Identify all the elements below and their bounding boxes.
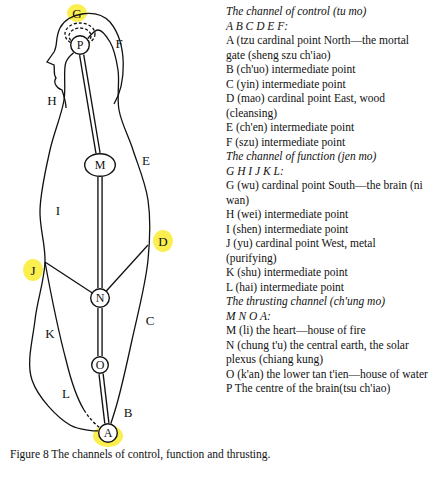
channel-inner <box>99 177 102 288</box>
point-description: H (wei) intermediate point <box>226 207 428 222</box>
channel-heading: M N O A: <box>226 309 428 324</box>
channel-inner <box>99 308 102 356</box>
point-letter: B <box>124 406 133 419</box>
point-letter: L <box>62 387 70 400</box>
thrusting-channel <box>101 374 107 423</box>
channel-heading: A B C D E F: <box>226 19 428 34</box>
channel-inner <box>101 374 107 423</box>
point-letter: E <box>142 154 150 167</box>
channel-group <box>30 53 99 431</box>
point-letter: K <box>45 327 54 340</box>
solar-plexus-circle: N <box>90 288 110 308</box>
outer-channel <box>88 30 150 423</box>
point-description: A (tzu cardinal point North—the mortal g… <box>226 33 428 62</box>
point-description: F (szu) intermediate point <box>226 135 428 150</box>
channel-group <box>100 177 101 288</box>
thrusting-channel <box>97 177 103 288</box>
highlight-mark <box>93 425 123 447</box>
thrusting-channel <box>97 308 103 356</box>
node-letter: A <box>104 427 113 439</box>
channel-heading: The channel of function (jen mo) <box>226 149 428 164</box>
brain-centre-circle: P <box>70 35 90 55</box>
node-letter: N <box>96 292 105 304</box>
outer-channel <box>30 53 99 431</box>
channel-group <box>100 308 101 356</box>
channel-heading: G H I J K L: <box>226 164 428 179</box>
point-description: D (mao) cardinal point East, wood (clean… <box>226 91 428 120</box>
node-letter: P <box>77 39 84 51</box>
node-shape <box>99 424 118 443</box>
node-shape <box>92 357 109 374</box>
node-shape <box>85 154 116 177</box>
channel-inner <box>82 55 98 153</box>
node-shape <box>91 289 110 308</box>
inner-channel-dashed <box>84 410 100 428</box>
tan-tien-circle: O <box>91 356 109 374</box>
point-letter: I <box>56 204 60 217</box>
node-letter: O <box>96 359 105 371</box>
channel-branch <box>100 245 148 298</box>
figure-caption: Figure 8 The channels of control, functi… <box>10 447 425 461</box>
point-description: C (yin) intermediate point <box>226 77 428 92</box>
point-description: M (li) the heart—house of fire <box>226 323 428 338</box>
point-letter: H <box>47 94 56 107</box>
channel-group <box>101 374 107 423</box>
channel-group <box>88 30 150 423</box>
mortal-gate-circle: A <box>98 423 118 443</box>
channel-group <box>82 55 98 153</box>
point-letter: G <box>72 7 81 20</box>
point-description: O (k'an) the lower tan t'ien—house of wa… <box>226 367 428 382</box>
point-description: J (yu) cardinal point West, metal (purif… <box>226 236 428 265</box>
point-description: K (shu) intermediate point <box>226 265 428 280</box>
point-description: L (hai) intermediate point <box>226 280 428 295</box>
thrusting-channel <box>82 55 98 153</box>
node-letter: M <box>95 159 106 171</box>
highlight-mark <box>23 259 43 281</box>
channel-heading: The thrusting channel (ch'ung mo) <box>226 294 428 309</box>
point-description: P The centre of the brain(tsu ch'iao) <box>226 381 428 396</box>
inner-channel <box>45 262 84 410</box>
point-description: E (ch'en) intermediate point <box>226 120 428 135</box>
point-letter: C <box>146 314 155 327</box>
point-description: N (chung t'u) the central earth, the sol… <box>226 338 428 367</box>
node-shape <box>71 36 90 55</box>
point-description: I (shen) intermediate point <box>226 222 428 237</box>
point-letter: D <box>158 235 167 248</box>
highlight-mark <box>153 230 173 252</box>
point-description: B (ch'uo) intermediate point <box>226 62 428 77</box>
heart-ellipse: M <box>84 153 116 177</box>
point-letter: J <box>30 264 35 277</box>
channel-heading: The channel of control (tu mo) <box>226 4 428 19</box>
description-column: The channel of control (tu mo)A B C D E … <box>226 4 428 396</box>
point-description: G (wu) cardinal point South—the brain (n… <box>226 178 428 207</box>
point-letter: F <box>115 37 122 50</box>
